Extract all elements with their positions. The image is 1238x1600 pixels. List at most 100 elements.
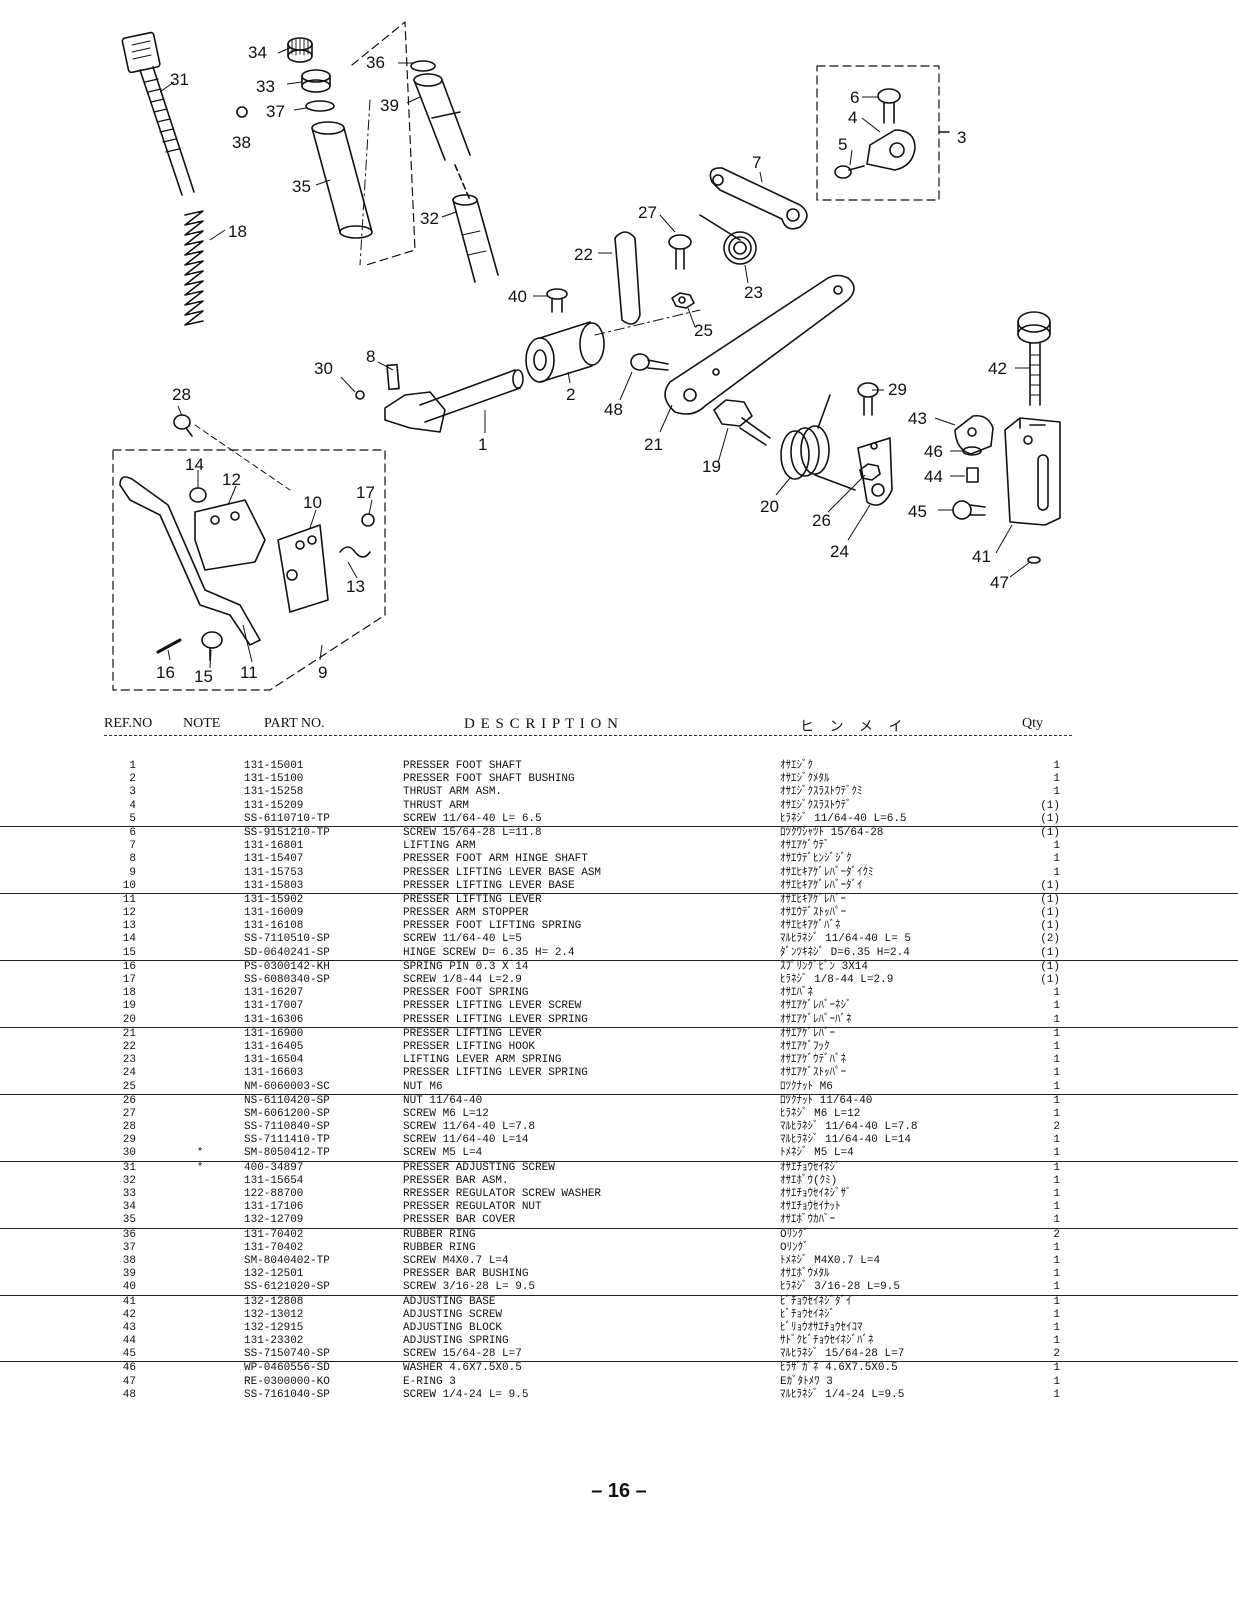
part-29-screw	[857, 382, 879, 416]
callout-31: 31	[170, 70, 189, 89]
part-no-cell: SS-7161040-SP	[244, 1388, 330, 1401]
qty-cell: (1)	[1040, 826, 1060, 839]
ref-cell: 5	[129, 812, 136, 825]
hinmei-cell: ｵｻｴｱｹﾞﾚﾊﾞｰﾊﾞﾈ	[780, 1013, 852, 1026]
part-no-cell: WP-0460556-SD	[244, 1362, 330, 1375]
hinmei-cell: ﾄﾒﾈｼﾞ M5 L=4	[780, 1147, 854, 1160]
callout-1: 1	[478, 435, 487, 454]
qty-cell: (1)	[1040, 974, 1060, 986]
part-2-presser-foot-shaft-bushing	[525, 321, 605, 383]
qty-cell: 1	[1053, 1027, 1060, 1040]
hinmei-cell: ﾛﾂｸﾅｯﾄ 11/64-40	[780, 1094, 873, 1107]
part-no-cell: 131-15001	[244, 760, 304, 772]
qty-cell: 1	[1053, 1013, 1060, 1026]
part-no-cell: SS-9151210-TP	[244, 826, 330, 839]
callout-18: 18	[228, 222, 247, 241]
ref-cell: 8	[129, 853, 136, 866]
hinmei-cell: ﾋﾗﾈｼﾞ 11/64-40 L=6.5	[780, 812, 907, 825]
hinmei-cell: ｵｻｴﾊﾞﾈ	[780, 987, 813, 1000]
qty-cell: 1	[1053, 1268, 1060, 1281]
callout-22: 22	[574, 245, 593, 264]
callout-16: 16	[156, 663, 175, 682]
frame-presser-bar-group	[351, 21, 416, 267]
part-no-cell: 122-88700	[244, 1188, 304, 1200]
header-divider	[104, 735, 1072, 736]
callout-4: 4	[848, 108, 857, 127]
callout-15: 15	[194, 667, 213, 686]
description-cell: SCREW M6 L=12	[403, 1107, 489, 1120]
description-cell: PRESSER ADJUSTING SCREW	[403, 1161, 555, 1174]
qty-cell: 1	[1053, 1161, 1060, 1174]
part-no-cell: 131-15803	[244, 879, 304, 892]
description-cell: SCREW 11/64-40 L=5	[403, 933, 522, 946]
hinmei-cell: ｵｻｴｱｹﾞｽﾄｯﾊﾟｰ	[780, 1067, 846, 1080]
description-cell: PRESSER FOOT SHAFT BUSHING	[403, 773, 575, 786]
qty-cell: 2	[1053, 1228, 1060, 1241]
part-8-hinge-shaft	[386, 363, 400, 391]
description-cell: PRESSER LIFTING LEVER SPRING	[403, 1013, 588, 1026]
part-no-cell: 131-16108	[244, 920, 304, 933]
description-cell: PRESSER FOOT LIFTING SPRING	[403, 920, 582, 933]
ref-cell: 4	[129, 799, 136, 812]
ref-cell: 23	[122, 1054, 136, 1067]
ref-cell: 48	[122, 1388, 136, 1401]
ref-cell: 38	[122, 1254, 136, 1267]
qty-cell: 1	[1053, 760, 1060, 772]
header-note: NOTE	[183, 716, 221, 731]
ref-cell: 30	[122, 1147, 136, 1160]
ref-cell: 28	[122, 1121, 136, 1134]
qty-cell: 1	[1053, 1308, 1060, 1321]
qty-cell: 1	[1053, 1188, 1060, 1200]
callout-13: 13	[346, 577, 365, 596]
callout-6: 6	[850, 88, 859, 107]
part-no-cell: 132-12501	[244, 1268, 304, 1281]
part-no-cell: 132-12915	[244, 1321, 304, 1334]
part-47-e-ring	[1027, 556, 1041, 564]
part-16-spring-pin	[156, 638, 182, 654]
description-cell: LIFTING ARM	[403, 840, 476, 853]
callout-39: 39	[380, 96, 399, 115]
description-cell: SCREW 11/64-40 L= 6.5	[403, 812, 542, 825]
qty-cell: 1	[1053, 1335, 1060, 1348]
callout-43: 43	[908, 409, 927, 428]
description-cell: SCREW 3/16-28 L= 9.5	[403, 1281, 536, 1294]
hinmei-cell: ｵｻｴﾁｮｳｾｲﾈｼﾞ	[780, 1161, 841, 1174]
hinmei-cell: ｵｻｴｱｹﾞﾚﾊﾞｰ	[780, 1027, 835, 1040]
qty-cell: 1	[1053, 866, 1060, 879]
part-no-cell: SM-8050412-TP	[244, 1147, 330, 1160]
qty-cell: (1)	[1040, 812, 1060, 825]
hinmei-cell: ﾋﾞﾘｮｳｵｻｴﾁｮｳｾｲｺﾏ	[780, 1321, 863, 1334]
hinmei-cell: ﾏﾙﾋﾗﾈｼﾞ 11/64-40 L=7.8	[780, 1121, 918, 1134]
ref-cell: 14	[122, 933, 136, 946]
description-cell: RRESSER REGULATOR SCREW WASHER	[403, 1188, 602, 1200]
part-14-screw	[189, 487, 207, 503]
ref-cell: 34	[122, 1201, 136, 1214]
part-6-screw	[877, 88, 901, 124]
callout-5: 5	[838, 135, 847, 154]
ref-cell: 47	[122, 1375, 136, 1388]
part-22-presser-lifting-hook	[614, 231, 641, 325]
note-cell: *	[196, 1147, 204, 1160]
qty-cell: 1	[1053, 987, 1060, 1000]
ref-cell: 31	[122, 1161, 136, 1174]
description-cell: ADJUSTING SPRING	[403, 1335, 509, 1348]
part-20-presser-lifting-lever-spring	[780, 394, 856, 491]
